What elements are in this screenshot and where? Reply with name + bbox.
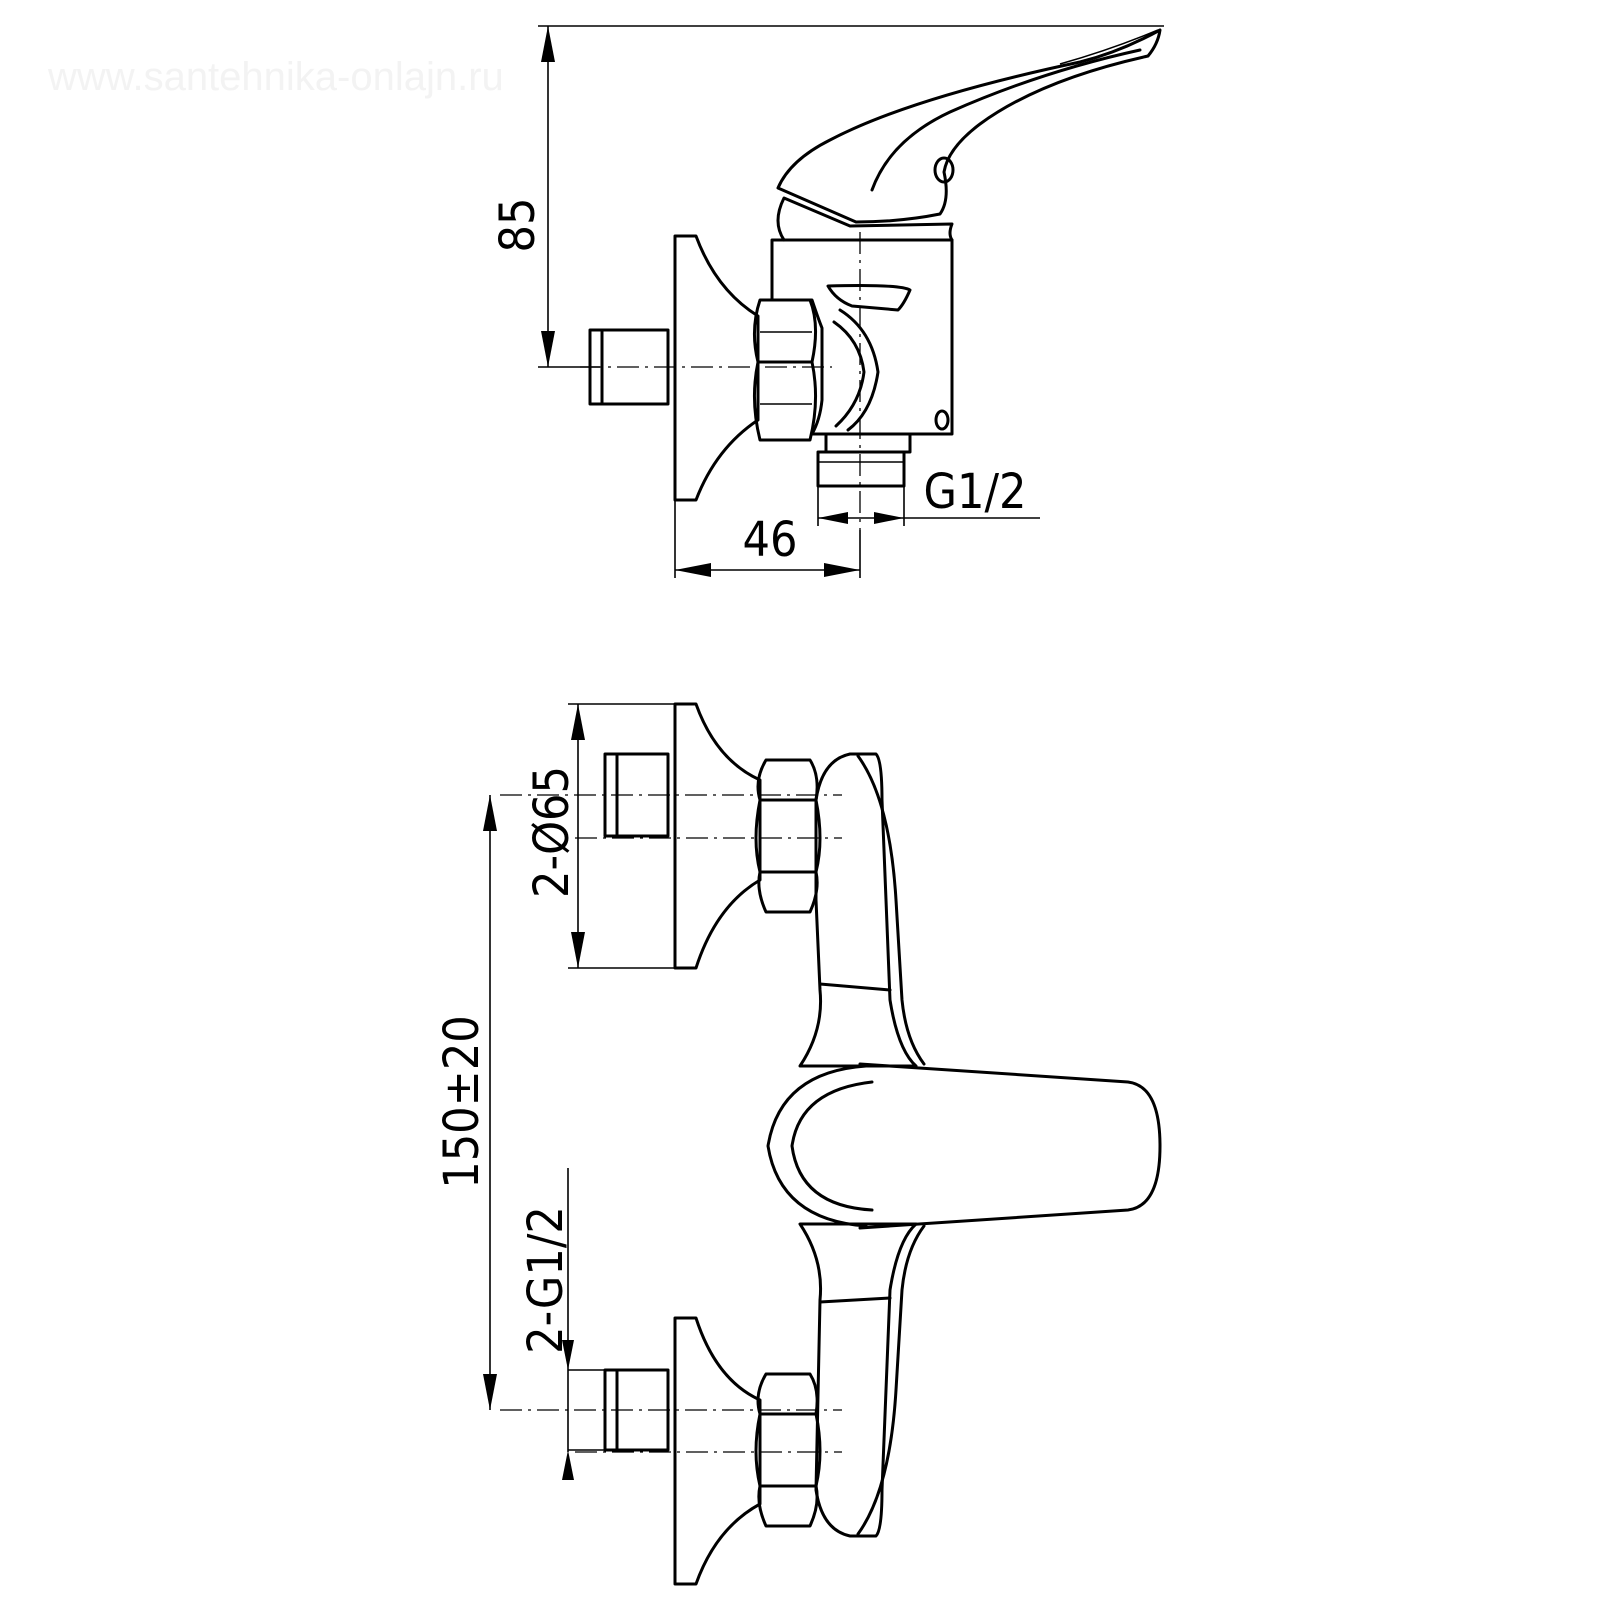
side-lever-handle xyxy=(776,28,1162,224)
side-escutcheon xyxy=(673,234,760,502)
front-mixer-body xyxy=(798,752,918,1068)
front-escutcheon-upper xyxy=(673,702,762,970)
front-escutcheon-lower xyxy=(673,1316,762,1586)
dim-inlet-thread-label: 2-G1/2 xyxy=(518,1206,574,1354)
front-lever-handle xyxy=(858,1062,1162,1230)
watermark: www.santehnika-onlajn.ru xyxy=(47,55,504,99)
dim-depth: 46 xyxy=(674,500,861,578)
side-outlet-nipple xyxy=(816,432,912,488)
side-lever-neck xyxy=(776,196,954,242)
dim-depth-label: 46 xyxy=(743,512,798,568)
dim-height: 85 xyxy=(490,25,1164,368)
side-mixer-body xyxy=(770,238,954,436)
front-nut-upper xyxy=(754,758,822,914)
side-nut-lower xyxy=(752,360,818,442)
side-cartridge xyxy=(826,284,912,312)
dim-inlet-thread: 2-G1/2 xyxy=(518,1168,605,1480)
dim-escutcheon: 2-Ø65 xyxy=(524,703,675,969)
front-lever-hub xyxy=(766,1064,868,1228)
side-view xyxy=(580,28,1162,530)
side-nut-upper xyxy=(753,298,817,364)
front-nut-lower xyxy=(754,1372,822,1528)
dim-center-distance: 150±20 xyxy=(434,795,497,1410)
dim-outlet-thread-label: G1/2 xyxy=(924,464,1027,520)
dim-escutcheon-label: 2-Ø65 xyxy=(524,766,580,898)
dim-center-distance-label: 150±20 xyxy=(434,1015,490,1189)
dim-outlet-thread: G1/2 xyxy=(817,464,1040,526)
front-view xyxy=(500,702,1162,1586)
dim-height-label: 85 xyxy=(490,198,546,253)
